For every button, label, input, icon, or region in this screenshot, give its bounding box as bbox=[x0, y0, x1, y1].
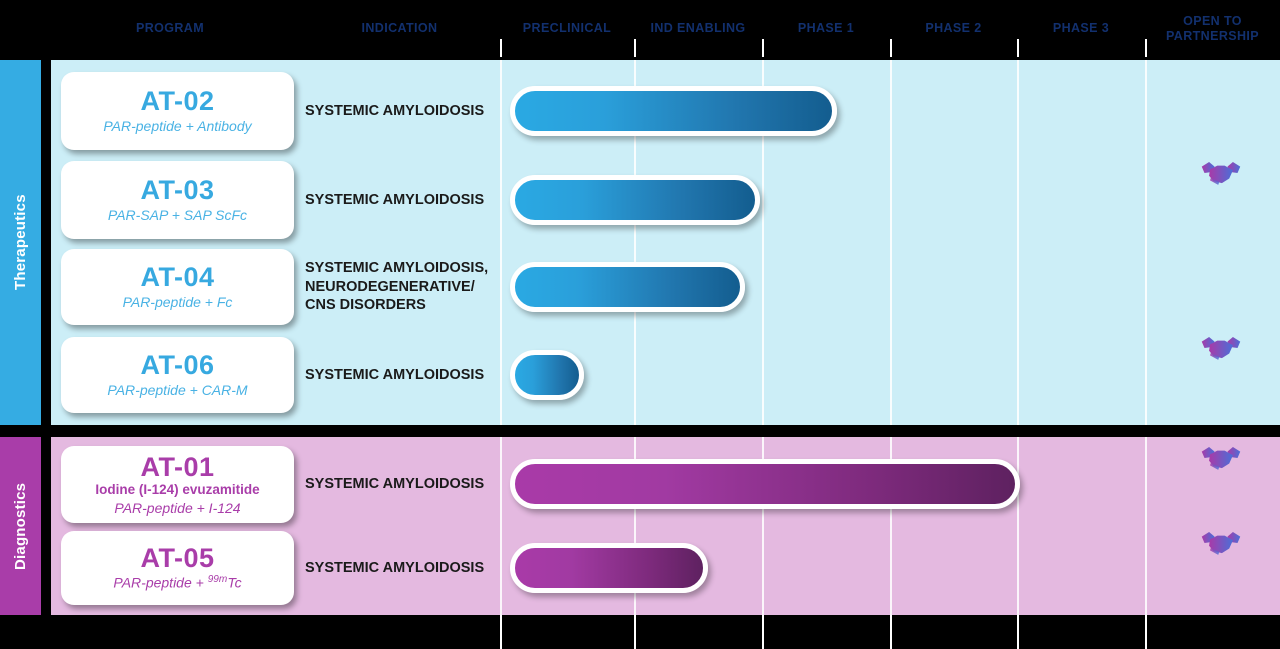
program-code: AT-03 bbox=[140, 175, 215, 206]
program-subtitle: PAR-peptide + Antibody bbox=[103, 117, 252, 134]
handshake-icon bbox=[1199, 526, 1243, 560]
footer-tick-partnership bbox=[1145, 615, 1147, 649]
header-open-to-partnership: OPEN TO PARTNERSHIP bbox=[1145, 0, 1280, 57]
gridline-preclinical bbox=[500, 60, 502, 425]
progress-bar-fill bbox=[510, 86, 837, 136]
program-code: AT-01 bbox=[140, 451, 215, 482]
program-card-at-05[interactable]: AT-05 PAR-peptide + 99mTc bbox=[61, 531, 294, 605]
section-label-diagnostics: Diagnostics bbox=[12, 482, 29, 570]
program-subtitle-pre: PAR-peptide + bbox=[113, 575, 208, 592]
header-tick-phase-1 bbox=[762, 39, 764, 57]
header-program: PROGRAM bbox=[135, 20, 205, 35]
program-card-at-01[interactable]: AT-01 Iodine (I-124) evuzamitide PAR-pep… bbox=[61, 446, 294, 523]
handshake-icon bbox=[1199, 156, 1243, 190]
gridline-phase-1 bbox=[762, 60, 764, 425]
header-preclinical: PRECLINICAL bbox=[522, 20, 612, 35]
progress-bar-at-04 bbox=[510, 262, 745, 312]
program-code: AT-02 bbox=[140, 86, 215, 117]
header-tick-phase-3 bbox=[1017, 39, 1019, 57]
header-phase-1: PHASE 1 bbox=[797, 20, 855, 35]
progress-bar-fill bbox=[510, 350, 584, 400]
gridline-preclinical bbox=[500, 437, 502, 615]
footer-tick-phase-2 bbox=[890, 615, 892, 649]
progress-bar-at-05 bbox=[510, 543, 708, 593]
indication-line-1: SYSTEMIC AMYLOIDOSIS, bbox=[305, 260, 489, 277]
progress-bar-fill bbox=[510, 543, 708, 593]
header-ind-enabling: IND ENABLING bbox=[650, 20, 746, 35]
header-tick-preclinical bbox=[500, 39, 502, 57]
program-subtitle: PAR-peptide + CAR-M bbox=[107, 381, 248, 398]
progress-bar-at-01 bbox=[510, 459, 1020, 509]
indication-at-05: SYSTEMIC AMYLOIDOSIS bbox=[305, 559, 485, 576]
gridline-partnership bbox=[1145, 60, 1147, 425]
program-generic-name: Iodine (I-124) evuzamitide bbox=[95, 482, 260, 498]
section-band-therapeutics: Therapeutics bbox=[0, 60, 41, 425]
program-subtitle: PAR-SAP + SAP ScFc bbox=[107, 206, 248, 223]
indication-at-03: SYSTEMIC AMYLOIDOSIS bbox=[305, 191, 485, 208]
header-tick-ind-enabling bbox=[634, 39, 636, 57]
progress-bar-at-03 bbox=[510, 175, 760, 225]
program-card-at-06[interactable]: AT-06 PAR-peptide + CAR-M bbox=[61, 337, 294, 413]
program-subtitle-post: Tc bbox=[227, 575, 242, 592]
gridline-phase-3 bbox=[1017, 60, 1019, 425]
gridline-ind-enabling bbox=[634, 437, 636, 615]
header-phase-3: PHASE 3 bbox=[1052, 20, 1110, 35]
indication-at-01: SYSTEMIC AMYLOIDOSIS bbox=[305, 476, 485, 493]
program-subtitle-superscript: 99m bbox=[207, 574, 228, 586]
header-open-to-partnership-line2: PARTNERSHIP bbox=[1165, 28, 1260, 43]
handshake-icon bbox=[1199, 441, 1243, 475]
section-label-therapeutics: Therapeutics bbox=[12, 194, 29, 291]
program-subtitle: PAR-peptide + I-124 bbox=[114, 499, 241, 516]
header-phase-2: PHASE 2 bbox=[925, 20, 982, 35]
indication-at-02: SYSTEMIC AMYLOIDOSIS bbox=[305, 102, 485, 119]
indication-at-06: SYSTEMIC AMYLOIDOSIS bbox=[305, 366, 485, 383]
gridline-ind-enabling bbox=[634, 60, 636, 425]
gridline-partnership bbox=[1145, 437, 1147, 615]
footer-tick-phase-3 bbox=[1017, 615, 1019, 649]
program-code: AT-05 bbox=[140, 543, 215, 574]
program-card-at-03[interactable]: AT-03 PAR-SAP + SAP ScFc bbox=[61, 161, 294, 239]
indication-line-2: NEURODEGENERATIVE/ bbox=[305, 278, 475, 295]
progress-bar-at-06 bbox=[510, 350, 584, 400]
handshake-icon bbox=[1199, 331, 1243, 365]
gridline-phase-2 bbox=[890, 60, 892, 425]
program-code: AT-04 bbox=[140, 262, 215, 293]
progress-bar-fill bbox=[510, 459, 1020, 509]
program-card-at-04[interactable]: AT-04 PAR-peptide + Fc bbox=[61, 249, 294, 325]
program-subtitle: PAR-peptide + Fc bbox=[122, 293, 233, 310]
progress-bar-at-02 bbox=[510, 86, 837, 136]
gridline-phase-2 bbox=[890, 437, 892, 615]
program-code: AT-06 bbox=[140, 350, 215, 381]
program-card-at-02[interactable]: AT-02 PAR-peptide + Antibody bbox=[61, 72, 294, 150]
section-band-diagnostics: Diagnostics bbox=[0, 437, 41, 615]
footer-tick-phase-1 bbox=[762, 615, 764, 649]
indication-at-04: SYSTEMIC AMYLOIDOSIS, NEURODEGENERATIVE/… bbox=[305, 249, 505, 325]
indication-line-3: CNS DISORDERS bbox=[305, 297, 426, 314]
progress-bar-fill bbox=[510, 175, 760, 225]
chart-header: PROGRAM INDICATION PRECLINICAL IND ENABL… bbox=[0, 0, 1280, 57]
gridline-phase-1 bbox=[762, 437, 764, 615]
progress-bar-fill bbox=[510, 262, 745, 312]
program-subtitle: PAR-peptide + 99mTc bbox=[113, 574, 241, 591]
gridline-phase-3 bbox=[1017, 437, 1019, 615]
footer-tick-preclinical bbox=[500, 615, 502, 649]
header-tick-partnership bbox=[1145, 39, 1147, 57]
header-open-to-partnership-line1: OPEN TO bbox=[1183, 14, 1242, 29]
footer-tick-ind-enabling bbox=[634, 615, 636, 649]
header-indication: INDICATION bbox=[361, 20, 438, 35]
header-tick-phase-2 bbox=[890, 39, 892, 57]
